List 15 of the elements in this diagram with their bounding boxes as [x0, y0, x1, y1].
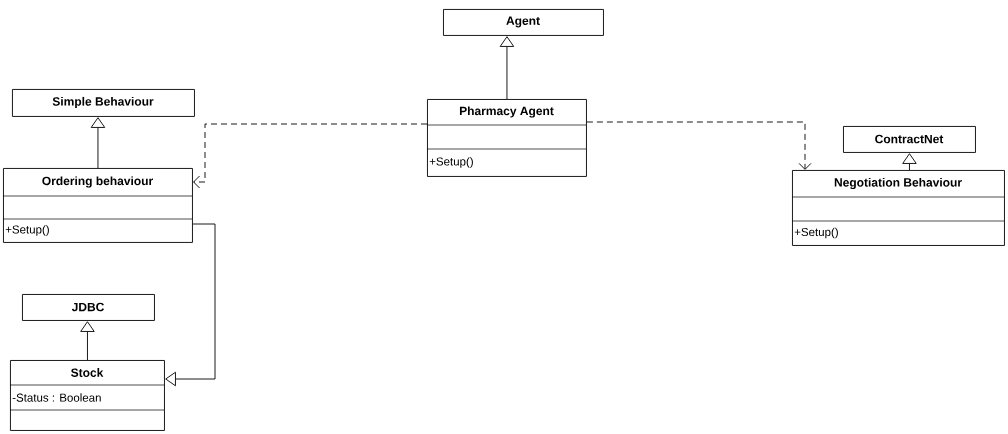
class-box: Negotiation Behaviour +Setup(): [791, 170, 1005, 246]
dependency-arrow: [586, 121, 812, 170]
class-box: Stock -Status : Boolean: [9, 360, 165, 431]
class-box: Agent: [443, 9, 604, 36]
dependency-arrow: [193, 123, 428, 189]
inheritance-arrow: [165, 223, 216, 387]
class-box: JDBC: [22, 294, 155, 321]
class-box: Pharmacy Agent +Setup(): [426, 99, 587, 177]
class-box: ContractNet: [843, 126, 976, 153]
inheritance-arrow: [80, 321, 95, 361]
inheritance-arrow: [902, 153, 917, 171]
class-box: Simple Behaviour: [12, 89, 195, 117]
inheritance-arrow: [499, 36, 515, 100]
inheritance-arrow: [90, 117, 106, 169]
class-box: Ordering behaviour +Setup(): [2, 168, 193, 243]
